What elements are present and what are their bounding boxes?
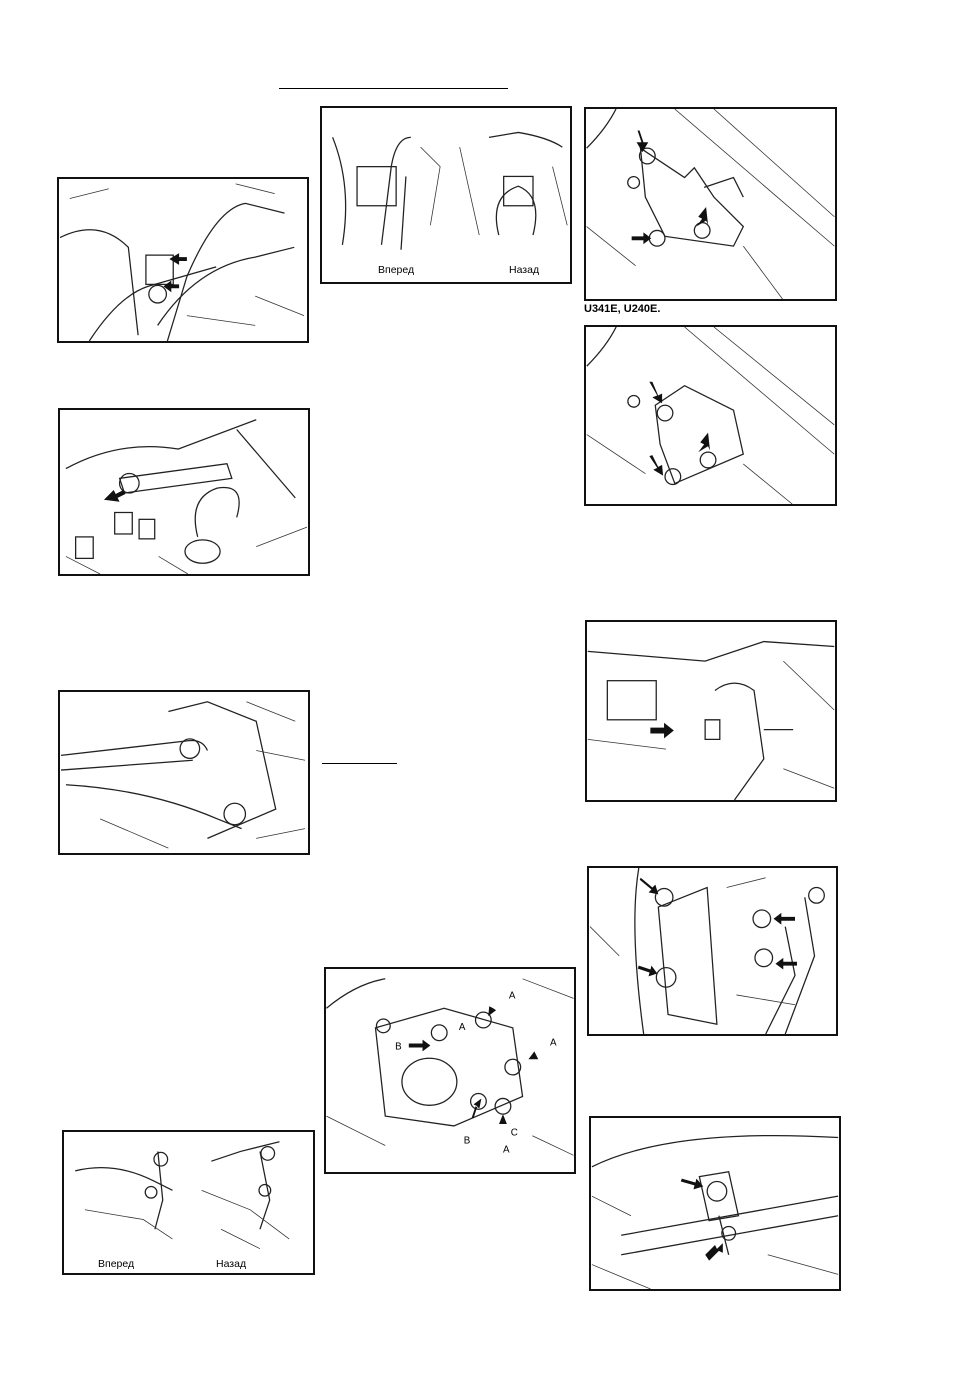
fig-mount-bolt: [585, 620, 837, 802]
label-a-4: A: [503, 1144, 510, 1155]
bottom-pipes-drawing: [64, 1132, 313, 1273]
model-caption: U341E, U240E.: [584, 303, 660, 315]
fig-lower-mount: [589, 1116, 841, 1291]
section-rule: [322, 763, 397, 764]
pipe-clamp-drawing: [59, 179, 307, 341]
fig-transaxle-bolts: [587, 866, 838, 1036]
label-a-2: A: [509, 990, 516, 1001]
mount-bracket-a-drawing: [586, 109, 835, 299]
fig-pipe-unions: [58, 690, 310, 855]
fig-mount-bracket-b: [584, 325, 837, 506]
transaxle-bolts-drawing: [589, 868, 836, 1034]
label-b-1: B: [395, 1041, 402, 1052]
pipes-front-rear-drawing: [322, 108, 570, 282]
rear-caption: Назад: [509, 264, 539, 276]
bracket-bolt-drawing: [60, 410, 308, 574]
fig-pipe-clamp: [57, 177, 309, 343]
rear-caption: Назад: [216, 1258, 246, 1270]
label-a-3: A: [550, 1037, 557, 1048]
label-a-1: A: [459, 1022, 466, 1033]
mount-bracket-b-drawing: [586, 327, 835, 504]
fig-bracket-bolt: [58, 408, 310, 576]
fig-mount-bracket-a: [584, 107, 837, 301]
mount-bolt-drawing: [587, 622, 835, 800]
label-b-2: B: [464, 1136, 471, 1147]
mount-nuts-abc-drawing: A A A A B B C: [326, 969, 574, 1172]
front-caption: Вперед: [98, 1258, 134, 1270]
label-c-1: C: [511, 1128, 518, 1139]
fig-pipes-front-rear: Вперед Назад: [320, 106, 572, 284]
front-caption: Вперед: [378, 264, 414, 276]
fig-bottom-pipes: Вперед Назад: [62, 1130, 315, 1275]
fig-mount-nuts-abc: A A A A B B C: [324, 967, 576, 1174]
lower-mount-drawing: [591, 1118, 839, 1289]
pipe-unions-drawing: [60, 692, 308, 853]
header-rule: [279, 88, 508, 89]
